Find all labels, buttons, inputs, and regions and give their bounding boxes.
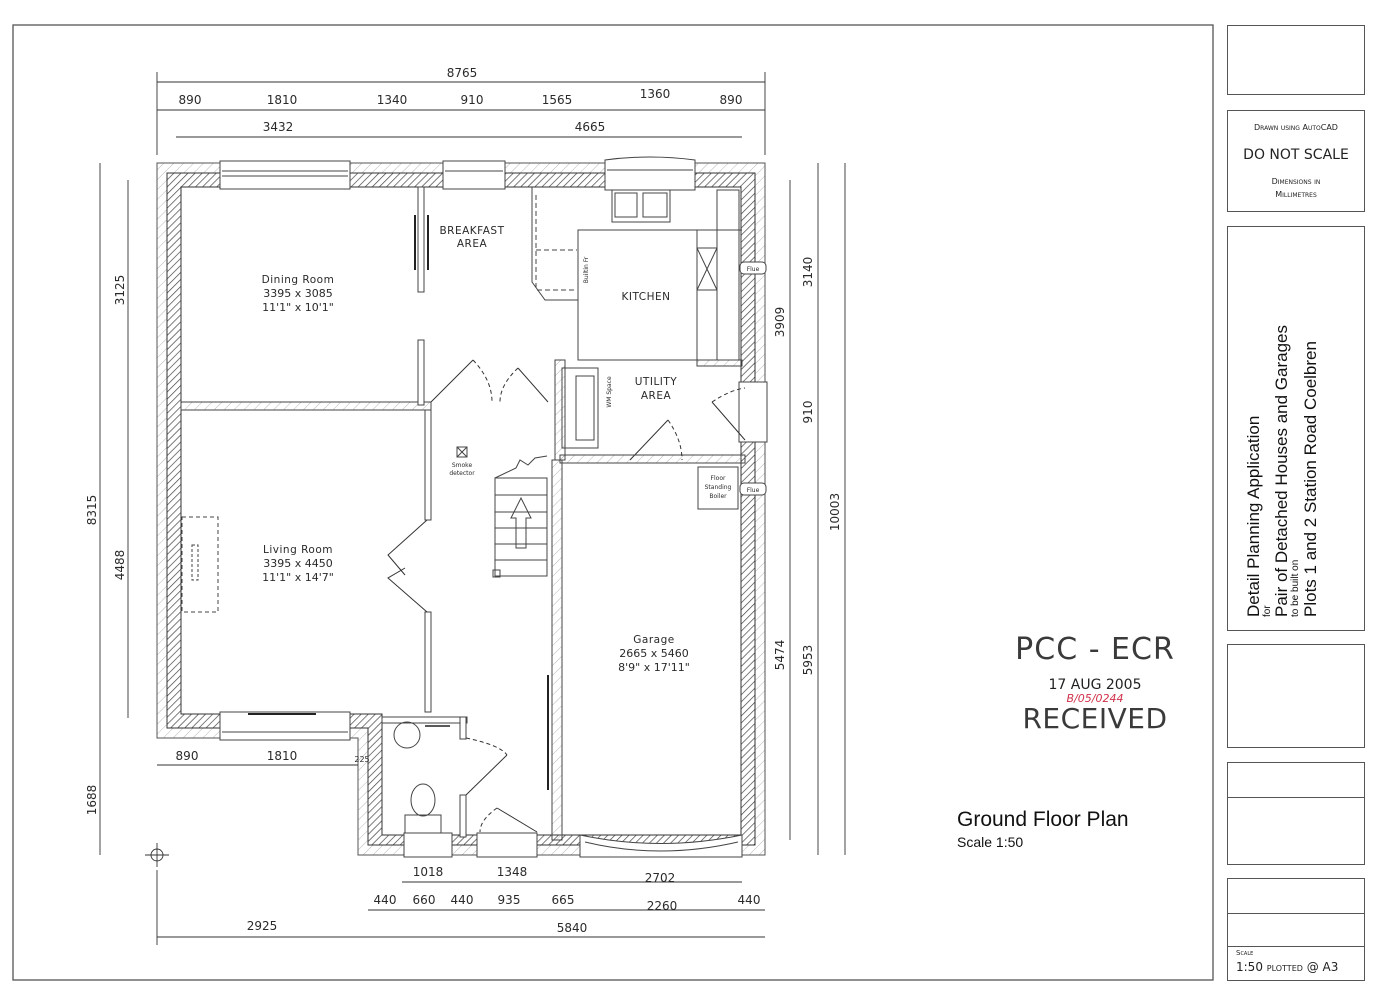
stamp-status: RECEIVED — [1022, 702, 1168, 735]
project-line-1: Detail Planning Application — [1244, 415, 1263, 617]
svg-text:935: 935 — [498, 893, 521, 907]
svg-text:440: 440 — [451, 893, 474, 907]
svg-text:WM Space: WM Space — [606, 376, 613, 408]
svg-text:Boiler: Boiler — [709, 493, 727, 500]
stamp-authority: PCC - ECR — [1015, 632, 1175, 667]
svg-text:2260: 2260 — [647, 899, 678, 913]
garage-label: Garage — [633, 634, 674, 646]
utility-area-label: UTILITY — [635, 376, 678, 388]
svg-text:2925: 2925 — [247, 919, 278, 933]
title-block-notes: Drawn using AutoCAD DO NOT SCALE Dimensi… — [1227, 110, 1365, 212]
svg-text:3909: 3909 — [773, 307, 787, 338]
svg-text:8765: 8765 — [447, 66, 478, 80]
svg-text:4488: 4488 — [113, 550, 127, 581]
drawing-title-text: Ground Floor Plan — [957, 808, 1129, 831]
svg-text:910: 910 — [461, 93, 484, 107]
svg-text:890: 890 — [720, 93, 743, 107]
do-not-scale-warning: DO NOT SCALE — [1243, 147, 1349, 163]
svg-text:8315: 8315 — [85, 495, 99, 526]
svg-text:Flue: Flue — [747, 266, 760, 273]
stamp-reference: B/05/0244 — [1066, 692, 1124, 705]
svg-text:3125: 3125 — [113, 275, 127, 306]
drawing-frame — [12, 24, 1214, 981]
received-stamp: PCC - ECR 17 AUG 2005 B/05/0244 RECEIVED — [1005, 632, 1185, 734]
svg-text:detector: detector — [449, 470, 475, 477]
svg-text:2665 x 5460: 2665 x 5460 — [619, 647, 689, 660]
svg-text:1018: 1018 — [413, 865, 444, 879]
svg-text:660: 660 — [413, 893, 436, 907]
svg-text:225: 225 — [354, 755, 369, 764]
svg-text:1810: 1810 — [267, 749, 298, 763]
title-block-scale: Scale 1:50 plotted @ A3 — [1227, 878, 1365, 981]
svg-text:Floor: Floor — [711, 475, 726, 482]
units-note-2: Millimetres — [1275, 190, 1317, 199]
stamp-date: 17 AUG 2005 — [1048, 677, 1142, 693]
svg-text:2702: 2702 — [645, 871, 676, 885]
svg-text:10003: 10003 — [828, 493, 842, 531]
outer-walls — [156, 162, 766, 856]
svg-text:665: 665 — [552, 893, 575, 907]
svg-text:3140: 3140 — [801, 257, 815, 288]
svg-text:AREA: AREA — [641, 390, 672, 402]
kitchen-label: KITCHEN — [622, 291, 671, 303]
scale-value: 1:50 plotted @ A3 — [1236, 960, 1339, 974]
svg-text:4665: 4665 — [575, 120, 606, 134]
svg-text:Builtin Fr: Builtin Fr — [583, 256, 590, 283]
svg-text:3395 x 4450: 3395 x 4450 — [263, 557, 333, 570]
divider — [1228, 797, 1364, 798]
divider — [1228, 946, 1364, 947]
living-room-label: Living Room — [263, 544, 333, 556]
internal-walls — [180, 186, 746, 841]
title-block-empty-2 — [1227, 762, 1365, 865]
svg-text:1565: 1565 — [542, 93, 573, 107]
project-line-3: Pair of Detached Houses and Garages — [1272, 324, 1292, 617]
svg-text:Standing: Standing — [705, 484, 732, 491]
divider — [1228, 913, 1364, 914]
dimension-labels: 8765 890 1810 1340 910 1565 1360 890 343… — [85, 66, 842, 935]
svg-text:Flue: Flue — [747, 487, 760, 494]
svg-text:890: 890 — [176, 749, 199, 763]
title-block-logo-box — [1227, 25, 1365, 95]
project-line-5: Plots 1 and 2 Station Road Coelbren — [1300, 341, 1320, 617]
svg-text:890: 890 — [179, 93, 202, 107]
kitchen-fittings — [181, 187, 767, 834]
units-note-1: Dimensions in — [1271, 177, 1321, 186]
breakfast-area-label: BREAKFAST — [439, 225, 504, 237]
project-description: Detail Planning Application for Pair of … — [1244, 237, 1320, 617]
dimension-lines — [99, 72, 846, 945]
svg-text:1348: 1348 — [497, 865, 528, 879]
windows — [219, 156, 768, 858]
svg-text:1340: 1340 — [377, 93, 408, 107]
svg-text:3432: 3432 — [263, 120, 294, 134]
doors — [387, 359, 746, 833]
svg-text:11'1" x 14'7": 11'1" x 14'7" — [262, 571, 334, 584]
drawing-title: Ground Floor Plan Scale 1:50 — [957, 808, 1129, 850]
svg-text:1688: 1688 — [85, 785, 99, 816]
svg-text:11'1" x 10'1": 11'1" x 10'1" — [262, 301, 334, 314]
drawing-scale-text: Scale 1:50 — [957, 834, 1024, 850]
svg-text:5840: 5840 — [557, 921, 588, 935]
svg-text:3395 x 3085: 3395 x 3085 — [263, 287, 333, 300]
svg-text:8'9" x 17'11": 8'9" x 17'11" — [618, 661, 690, 674]
dining-room-label: Dining Room — [262, 274, 335, 286]
svg-text:1810: 1810 — [267, 93, 298, 107]
title-block-project: Detail Planning Application for Pair of … — [1227, 226, 1365, 631]
svg-text:910: 910 — [801, 401, 815, 424]
scale-label: Scale — [1236, 949, 1254, 957]
software-note: Drawn using AutoCAD — [1254, 123, 1338, 132]
svg-text:440: 440 — [374, 893, 397, 907]
title-block-empty-1 — [1227, 644, 1365, 748]
svg-text:Smoke: Smoke — [452, 462, 473, 469]
room-labels: Dining Room 3395 x 3085 11'1" x 10'1" BR… — [262, 225, 760, 674]
svg-text:5474: 5474 — [773, 640, 787, 671]
svg-text:AREA: AREA — [457, 238, 488, 250]
svg-text:1360: 1360 — [640, 87, 671, 101]
svg-text:440: 440 — [738, 893, 761, 907]
svg-text:5953: 5953 — [801, 645, 815, 676]
